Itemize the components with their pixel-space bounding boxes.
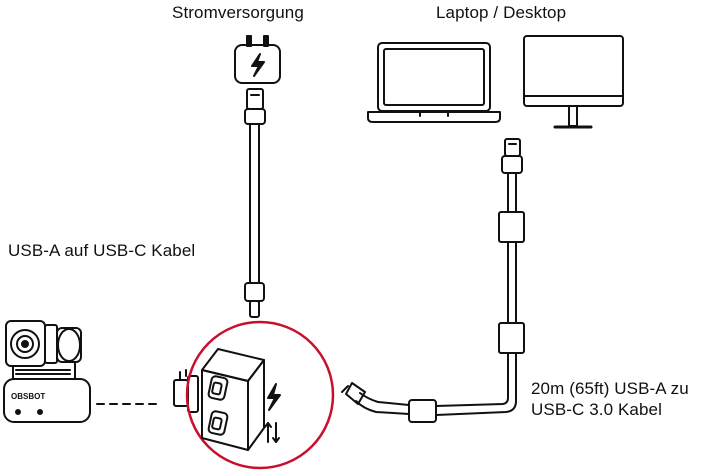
power-adapter-icon bbox=[234, 35, 281, 84]
desktop-monitor-icon bbox=[523, 35, 624, 129]
laptop-icon bbox=[367, 42, 501, 123]
label-power-supply: Stromversorgung bbox=[172, 3, 304, 22]
label-laptop-desktop: Laptop / Desktop bbox=[436, 3, 567, 22]
lightning-icon bbox=[251, 53, 265, 77]
label-long-cable: 20m (65ft) USB-A zu USB-C 3.0 Kabel bbox=[531, 378, 689, 421]
data-transfer-icon bbox=[264, 422, 280, 443]
camera-icon: OBSBOT bbox=[3, 320, 91, 423]
camera-brand: OBSBOT bbox=[11, 392, 45, 401]
label-usb-a-to-c-cable: USB-A auf USB-C Kabel bbox=[8, 241, 196, 260]
highlight-circle bbox=[185, 320, 335, 470]
hub-icon bbox=[201, 348, 281, 451]
lightning-icon bbox=[267, 383, 281, 411]
label-long-cable-line1: 20m (65ft) USB-A zu bbox=[531, 379, 689, 398]
label-long-cable-line2: USB-C 3.0 Kabel bbox=[531, 400, 662, 420]
usb-a-to-c-cable bbox=[244, 88, 266, 318]
long-usb-cable bbox=[341, 138, 525, 423]
